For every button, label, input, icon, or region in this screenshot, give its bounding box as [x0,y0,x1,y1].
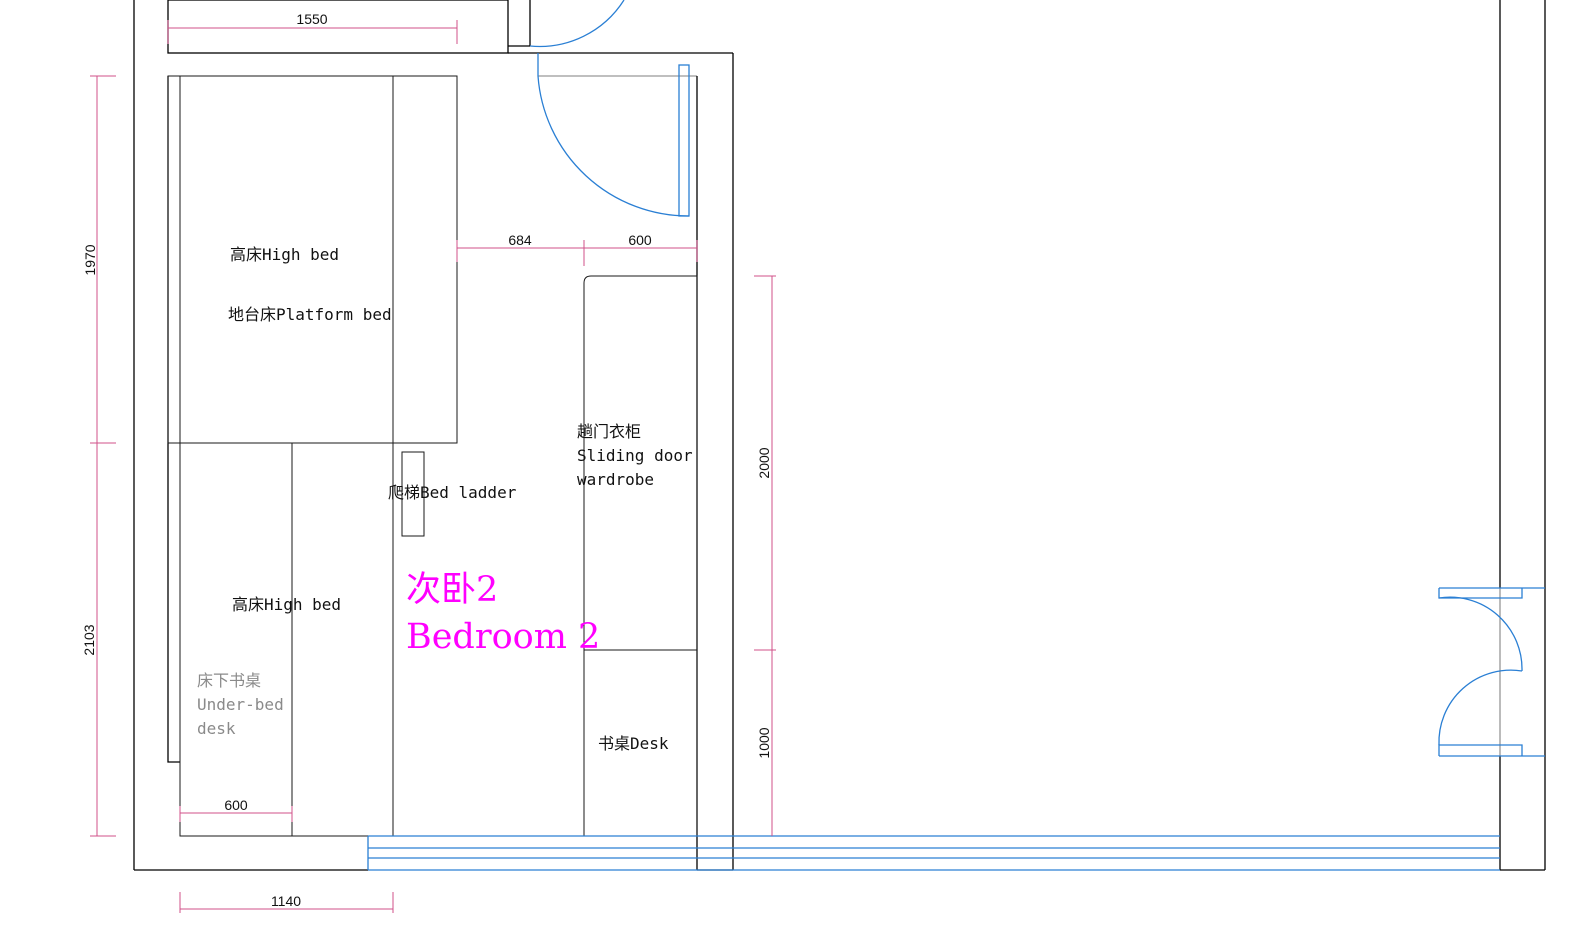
label-desk: 书桌Desk [598,734,669,753]
label-under-desk-en1: Under-bed [197,695,284,714]
bed-ladder [401,451,425,537]
dim-2103-label: 2103 [81,624,97,655]
double-door-right [1438,587,1545,757]
label-wardrobe-en1: Sliding door [577,446,693,465]
dim-right: 2000 1000 [754,275,776,836]
dim-top-label: 1550 [296,11,327,27]
walls [133,0,1546,871]
dim-desk-600: 600 [179,797,293,822]
label-under-desk-en2: desk [197,719,236,738]
wardrobe [583,275,698,651]
dim-left: 1970 2103 [81,75,116,837]
upper-door-arc [529,0,625,48]
room-name-en: Bedroom 2 [406,617,600,657]
dim-desk-600-label: 600 [224,797,248,813]
room-name-cn: 次卧2 [406,570,498,610]
label-wardrobe-cn: 趟门衣柜 [577,422,641,441]
label-high-bed-bottom: 高床High bed [232,595,341,614]
dim-1140-label: 1140 [271,893,301,909]
dim-1970-label: 1970 [82,244,98,275]
dim-bottom: 1140 [179,892,394,913]
label-bed-ladder: 爬梯Bed ladder [388,483,517,502]
dim-600-label: 600 [628,232,652,248]
label-under-desk-cn: 床下书桌 [197,671,261,690]
dim-1000-label: 1000 [756,727,772,758]
high-bed-lower [179,442,394,837]
dim-684-label: 684 [508,232,532,248]
label-wardrobe-en2: wardrobe [577,470,654,489]
dim-top: 1550 [167,11,458,44]
label-high-bed-top: 高床High bed [230,245,339,264]
main-door [537,53,690,217]
dim-2000-label: 2000 [756,447,772,478]
dim-684-600: 684 600 [456,232,698,266]
bottom-window [367,835,1500,871]
label-platform-bed: 地台床Platform bed [228,305,392,324]
